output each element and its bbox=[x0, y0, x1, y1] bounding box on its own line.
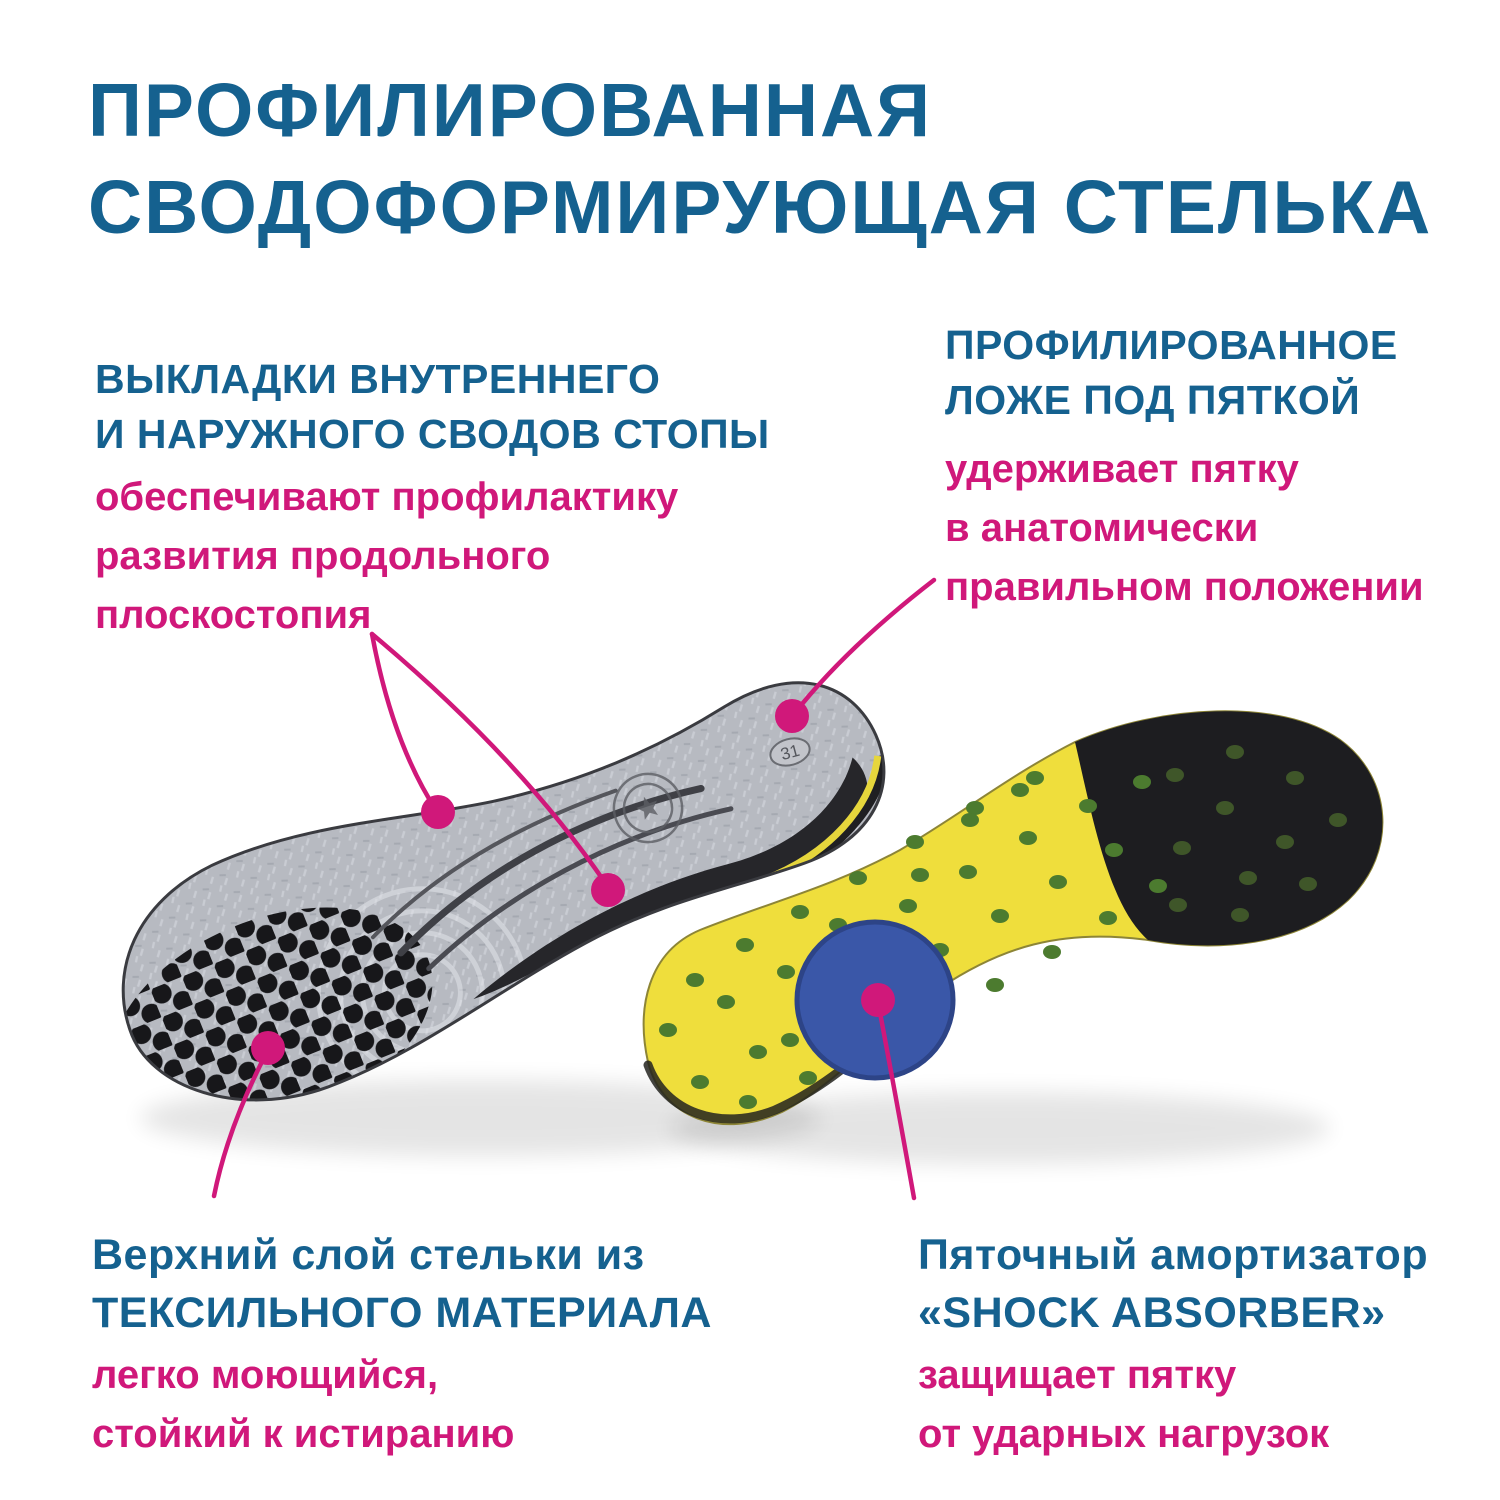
page-title: ПРОФИЛИРОВАННАЯ СВОДОФОРМИРУЮЩАЯ СТЕЛЬКА bbox=[88, 62, 1432, 256]
callout-shock-body: защищает пятку от ударных нагрузок bbox=[918, 1346, 1329, 1464]
callout-heel-bed-heading-line-1: ПРОФИЛИРОВАННОЕ bbox=[945, 322, 1398, 368]
callout-line-arch-a bbox=[369, 631, 439, 813]
callout-dots bbox=[251, 699, 895, 1065]
callout-shock-body-line-1: защищает пятку bbox=[918, 1353, 1237, 1397]
size-label-text: 31 bbox=[779, 741, 802, 764]
callout-heel-bed-heading-line-2: ЛОЖЕ ПОД ПЯТКОЙ bbox=[945, 377, 1361, 423]
callout-line-heel-bed bbox=[791, 577, 937, 717]
swoosh-lines bbox=[370, 784, 734, 972]
callout-dot-arch-inner bbox=[421, 795, 455, 829]
shadow-right-insole bbox=[670, 1092, 1330, 1164]
callout-arch-heading-line-1: ВЫКЛАДКИ ВНУТРЕННЕГО bbox=[95, 356, 661, 402]
callout-arch-heading-line-2: И НАРУЖНОГО СВОДОВ СТОПЫ bbox=[95, 411, 770, 457]
callout-connectors bbox=[211, 577, 937, 1201]
insole-outline bbox=[121, 681, 886, 1102]
size-label: 31 bbox=[769, 737, 811, 767]
callout-arch-body: обеспечивают профилактику развития продо… bbox=[95, 468, 678, 645]
callout-dot-textile bbox=[251, 1031, 285, 1065]
callout-heel-bed-heading: ПРОФИЛИРОВАННОЕ ЛОЖЕ ПОД ПЯТКОЙ bbox=[945, 318, 1398, 428]
callout-heel-bed-body-line-3: правильном положении bbox=[945, 565, 1424, 609]
shock-absorber-pad-ring bbox=[794, 919, 956, 1081]
callout-shock-heading-line-1: Пяточный амортизатор bbox=[918, 1231, 1429, 1279]
callout-textile-heading-line-2: ТЕКСИЛЬНОГО МАТЕРИАЛА bbox=[92, 1289, 712, 1337]
callout-line-textile bbox=[211, 1047, 271, 1199]
insole-top-view bbox=[111, 681, 889, 1135]
callout-dot-shock bbox=[861, 983, 895, 1017]
callout-arch-body-line-2: развития продольного bbox=[95, 534, 551, 578]
callout-shock-heading: Пяточный амортизатор «SHOCK ABSORBER» bbox=[918, 1226, 1428, 1342]
callout-line-arch-b bbox=[369, 631, 609, 887]
callout-dot-arch-outer bbox=[591, 873, 625, 907]
callout-arch-body-line-1: обеспечивают профилактику bbox=[95, 475, 679, 519]
callout-dot-heel-bed bbox=[775, 699, 809, 733]
ventilation-dots bbox=[659, 771, 1167, 1109]
brand-stamp-icon bbox=[612, 772, 684, 844]
callout-heel-bed-body-line-2: в анатомически bbox=[945, 506, 1259, 550]
shadow-left-insole bbox=[140, 1080, 820, 1156]
callout-textile-body-line-1: легко моющийся, bbox=[92, 1353, 439, 1397]
callout-shock-heading-line-2: «SHOCK ABSORBER» bbox=[918, 1289, 1386, 1337]
callout-shock-body-line-2: от ударных нагрузок bbox=[918, 1412, 1330, 1456]
callout-textile-heading-line-1: Верхний слой стельки из bbox=[92, 1231, 645, 1279]
page-title-line-1: ПРОФИЛИРОВАННАЯ bbox=[88, 68, 933, 152]
callout-textile-heading: Верхний слой стельки из ТЕКСИЛЬНОГО МАТЕ… bbox=[92, 1226, 712, 1342]
callout-heel-bed-body-line-1: удерживает пятку bbox=[945, 447, 1299, 491]
arch-shading bbox=[473, 757, 868, 1000]
callout-arch-body-line-3: плоскостопия bbox=[95, 593, 372, 637]
ventilation-dots-toe bbox=[1166, 745, 1347, 922]
callout-textile-body-line-2: стойкий к истиранию bbox=[92, 1412, 515, 1456]
callout-heel-bed-body: удерживает пятку в анатомически правильн… bbox=[945, 440, 1424, 617]
insole-bottom-view bbox=[642, 710, 1384, 1126]
page-title-line-2: СВОДОФОРМИРУЮЩАЯ СТЕЛЬКА bbox=[88, 165, 1433, 249]
callout-textile-body: легко моющийся, стойкий к истиранию bbox=[92, 1346, 514, 1464]
callout-arch-heading: ВЫКЛАДКИ ВНУТРЕННЕГО И НАРУЖНОГО СВОДОВ … bbox=[95, 352, 770, 462]
callout-line-shock bbox=[875, 999, 917, 1201]
